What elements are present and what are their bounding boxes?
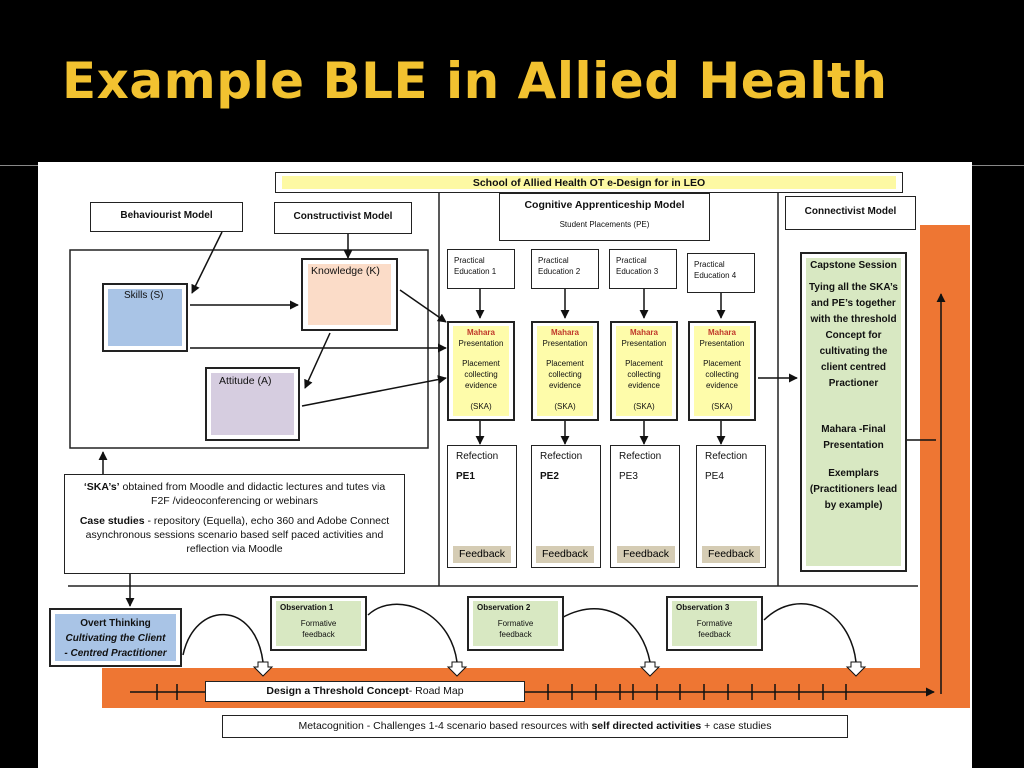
mahara-1: Mahara [466, 328, 495, 337]
attitude-box: Attitude (A) [205, 367, 300, 441]
ska-3: (SKA) [633, 402, 655, 411]
mahara-box-3: Mahara Presentation Placement collecting… [610, 321, 678, 421]
info-line1-rest: obtained from Moodle and didactic lectur… [119, 481, 386, 507]
pe1: PE1 [456, 471, 475, 482]
reflection-2: Refection [540, 451, 583, 462]
observation-3-body: Formative feedback [696, 619, 733, 639]
pe3: PE3 [619, 471, 638, 482]
mahara-final: Mahara -Final Presentation [821, 424, 886, 451]
observation-3-title: Observation 3 [676, 603, 730, 612]
presentation-4: Presentation [699, 339, 745, 348]
mahara-box-1: Mahara Presentation Placement collecting… [447, 321, 515, 421]
knowledge-box: Knowledge (K) [301, 258, 398, 331]
skills-label: Skills (S) [124, 290, 164, 301]
slide-header: Example BLE in Allied Health [0, 0, 1024, 160]
info-line2-rest: - repository (Equella), echo 360 and Ado… [85, 515, 390, 555]
banner-text: School of Allied Health OT e-Design for … [282, 176, 896, 189]
info-line2-bold: Case studies [79, 515, 145, 527]
observation-2-body: Formative feedback [497, 619, 534, 639]
observation-box-3: Observation 3 Formative feedback [666, 596, 763, 651]
observation-box-1: Observation 1 Formative feedback [270, 596, 367, 651]
knowledge-label: Knowledge (K) [311, 265, 380, 277]
roadmap-bold: Design a Threshold Concept [266, 685, 409, 697]
presentation-1: Presentation [458, 339, 504, 348]
cognitive-title: Cognitive Apprenticeship Model [524, 199, 685, 211]
roadmap-label: Design a Threshold Concept- Road Map [205, 681, 525, 702]
feedback-2: Feedback [536, 546, 594, 563]
capstone-body: Tying all the SKA’s and PE’s together wi… [809, 282, 898, 389]
ska-4: (SKA) [711, 402, 733, 411]
mahara-box-4: Mahara Presentation Placement collecting… [688, 321, 756, 421]
feedback-1: Feedback [453, 546, 511, 563]
divider-left [0, 165, 38, 166]
cognitive-subtitle: Student Placements (PE) [559, 220, 650, 229]
mahara-4: Mahara [707, 328, 736, 337]
exemplars: Exemplars (Practitioners lead by example… [809, 468, 898, 511]
pe4: PE4 [705, 471, 724, 482]
slide-title: Example BLE in Allied Health [62, 52, 888, 110]
info-line1-bold: ‘SKA’s’ [83, 481, 120, 493]
metacognition-pre: Metacognition - Challenges 1-4 scenario … [298, 720, 592, 732]
overt-line2: Cultivating the Client [65, 633, 166, 644]
connectivist-model: Connectivist Model [785, 196, 916, 230]
overt-line3: - Centred Practitioner [64, 648, 167, 659]
skills-fill [108, 289, 182, 346]
skills-box: Skills (S) [102, 283, 188, 352]
metacognition-post: + case studies [701, 720, 772, 732]
cognitive-apprenticeship-model: Cognitive Apprenticeship Model Student P… [499, 193, 710, 241]
evidence-1: Placement collecting evidence [462, 359, 500, 390]
metacognition-bold: self directed activities [591, 720, 702, 732]
roadmap-rest: - Road Map [408, 685, 464, 697]
ska-1: (SKA) [470, 402, 492, 411]
feedback-3: Feedback [617, 546, 675, 563]
pe3-label: Practical Education 3 [609, 249, 677, 289]
presentation-3: Presentation [621, 339, 667, 348]
capstone-box: Capstone Session Tying all the SKA’s and… [800, 252, 907, 572]
attitude-label: Attitude (A) [219, 375, 272, 387]
pe4-label: Practical Education 4 [687, 253, 755, 293]
divider-right [972, 165, 1024, 166]
overt-thinking-box: Overt Thinking Cultivating the Client - … [49, 608, 182, 667]
evidence-2: Placement collecting evidence [546, 359, 584, 390]
feedback-4: Feedback [702, 546, 760, 563]
metacognition-box: Metacognition - Challenges 1-4 scenario … [222, 715, 848, 738]
knowledge-fill [308, 264, 391, 325]
constructivist-model: Constructivist Model [274, 202, 412, 234]
reflection-4: Refection [705, 451, 748, 462]
mahara-box-2: Mahara Presentation Placement collecting… [531, 321, 599, 421]
info-line1: ‘SKA’s’ obtained from Moodle and didacti… [75, 480, 394, 508]
behaviourist-model: Behaviourist Model [90, 202, 243, 232]
mahara-2: Mahara [550, 328, 579, 337]
banner-box: School of Allied Health OT e-Design for … [275, 172, 903, 193]
evidence-3: Placement collecting evidence [625, 359, 663, 390]
observation-1-title: Observation 1 [280, 603, 334, 612]
pe1-label: Practical Education 1 [447, 249, 515, 289]
attitude-fill [211, 373, 294, 435]
evidence-4: Placement collecting evidence [703, 359, 741, 390]
observation-2-title: Observation 2 [477, 603, 531, 612]
mahara-3: Mahara [629, 328, 658, 337]
reflection-3: Refection [619, 451, 662, 462]
pe2-label: Practical Education 2 [531, 249, 599, 289]
overt-line1: Overt Thinking [80, 618, 151, 629]
orange-column [920, 225, 970, 708]
reflection-1: Refection [456, 451, 499, 462]
observation-box-2: Observation 2 Formative feedback [467, 596, 564, 651]
pe2: PE2 [540, 471, 559, 482]
capstone-title: Capstone Session [810, 260, 897, 271]
ska-2: (SKA) [554, 402, 576, 411]
info-box: ‘SKA’s’ obtained from Moodle and didacti… [64, 474, 405, 574]
observation-1-body: Formative feedback [300, 619, 337, 639]
info-line2: Case studies - repository (Equella), ech… [75, 514, 394, 556]
presentation-2: Presentation [542, 339, 588, 348]
